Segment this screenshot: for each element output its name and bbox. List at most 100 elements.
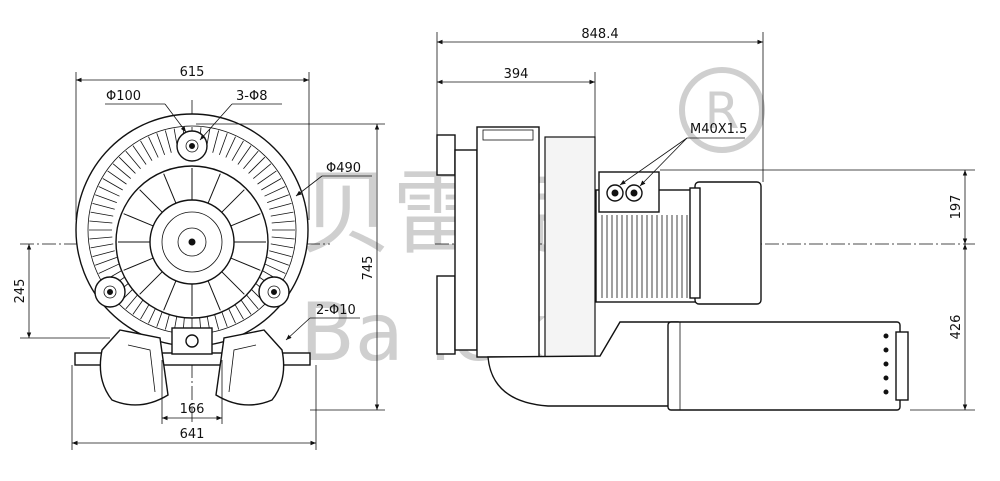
fin xyxy=(261,178,282,191)
fin xyxy=(231,140,244,161)
dim-lower-height: 426 xyxy=(910,244,975,411)
svg-text:Φ100: Φ100 xyxy=(106,89,141,104)
flange-top xyxy=(436,134,456,176)
fin xyxy=(264,186,286,197)
svg-text:426: 426 xyxy=(949,315,964,340)
spoke xyxy=(207,173,221,204)
fin xyxy=(98,263,120,274)
fin xyxy=(271,236,295,240)
spoke xyxy=(221,189,245,213)
fin xyxy=(271,220,295,224)
dim-base-width: 641 xyxy=(71,365,317,450)
dim-width-top: 615 xyxy=(75,65,310,220)
spoke xyxy=(230,257,261,271)
svg-text:3-Φ8: 3-Φ8 xyxy=(236,89,267,104)
dim-base-inner: 166 xyxy=(161,360,223,424)
dim-thread: M40X1.5 xyxy=(619,122,747,187)
fin xyxy=(264,263,286,274)
fin xyxy=(118,156,136,174)
svg-text:394: 394 xyxy=(504,67,529,82)
side-cover xyxy=(454,149,478,351)
blower-body xyxy=(476,126,540,358)
svg-text:Φ490: Φ490 xyxy=(326,161,361,176)
fin xyxy=(148,136,159,158)
fin xyxy=(107,170,127,185)
bolt xyxy=(883,347,889,353)
fin xyxy=(218,133,228,155)
fin xyxy=(140,140,153,161)
fin xyxy=(270,243,294,249)
svg-text:615: 615 xyxy=(180,65,205,80)
svg-text:848.4: 848.4 xyxy=(581,27,618,42)
dim-center-height: 245 xyxy=(13,244,110,339)
fin xyxy=(225,136,236,158)
dim-housing-dia: Φ490 xyxy=(295,161,372,197)
fin xyxy=(95,194,117,204)
bottom-hole xyxy=(185,334,199,348)
silencer-cap xyxy=(895,331,909,401)
spoke xyxy=(163,173,177,204)
fin xyxy=(125,150,141,169)
hub xyxy=(177,227,207,257)
terminal-box xyxy=(598,171,660,213)
dim-blower-length: 394 xyxy=(437,67,596,137)
fin xyxy=(90,243,114,249)
svg-text:641: 641 xyxy=(180,427,205,442)
motor-body xyxy=(694,181,762,305)
outlet-left xyxy=(99,329,169,406)
flange-bottom xyxy=(436,275,456,355)
fin xyxy=(92,202,115,210)
bolt xyxy=(883,375,889,381)
fin xyxy=(267,194,289,204)
spoke xyxy=(207,280,221,311)
silencer-bolts xyxy=(883,333,889,395)
spoke xyxy=(163,280,177,311)
fin xyxy=(156,133,166,155)
bolt xyxy=(883,361,889,367)
fin xyxy=(267,256,289,266)
outlet-right xyxy=(215,329,285,406)
fin xyxy=(90,211,114,217)
adapter-fins xyxy=(601,215,693,298)
dim-holes-top: 3-Φ8 xyxy=(199,89,282,141)
dim-height-total: 745 xyxy=(196,123,385,411)
svg-text:M40X1.5: M40X1.5 xyxy=(690,122,747,137)
svg-text:197: 197 xyxy=(949,195,964,220)
spoke xyxy=(230,213,261,227)
mounting-boss-left xyxy=(94,276,126,308)
mounting-boss-right xyxy=(258,276,290,308)
svg-text:166: 166 xyxy=(180,402,205,417)
fin xyxy=(98,186,120,197)
fin xyxy=(270,211,294,217)
svg-text:745: 745 xyxy=(361,256,376,281)
dim-inlet-dia: Φ100 xyxy=(105,89,187,133)
fin xyxy=(89,236,113,240)
fin xyxy=(253,163,272,179)
bolt xyxy=(883,389,889,395)
fin xyxy=(95,256,117,266)
fin xyxy=(269,202,292,210)
impeller-housing xyxy=(544,136,596,360)
spoke xyxy=(139,271,163,295)
silencer xyxy=(667,321,901,411)
dim-upper-height: 197 xyxy=(660,169,975,244)
registered-mark: R xyxy=(679,67,765,153)
bolt xyxy=(883,333,889,339)
fin xyxy=(132,145,147,165)
svg-text:R: R xyxy=(705,82,740,140)
fin xyxy=(92,250,115,258)
mounting-boss-top xyxy=(176,130,208,162)
inlet-inner xyxy=(161,211,223,273)
spoke xyxy=(139,189,163,213)
fin xyxy=(89,220,113,224)
svg-text:2-Φ10: 2-Φ10 xyxy=(316,303,356,318)
fin xyxy=(243,150,259,169)
svg-text:245: 245 xyxy=(13,279,28,304)
outlet-duct xyxy=(487,321,679,407)
fin xyxy=(257,170,277,185)
fin xyxy=(269,250,292,258)
spoke xyxy=(123,213,154,227)
side-view: 848.4 394 M40X1.5 197 426 xyxy=(435,27,975,411)
fin xyxy=(164,130,172,153)
